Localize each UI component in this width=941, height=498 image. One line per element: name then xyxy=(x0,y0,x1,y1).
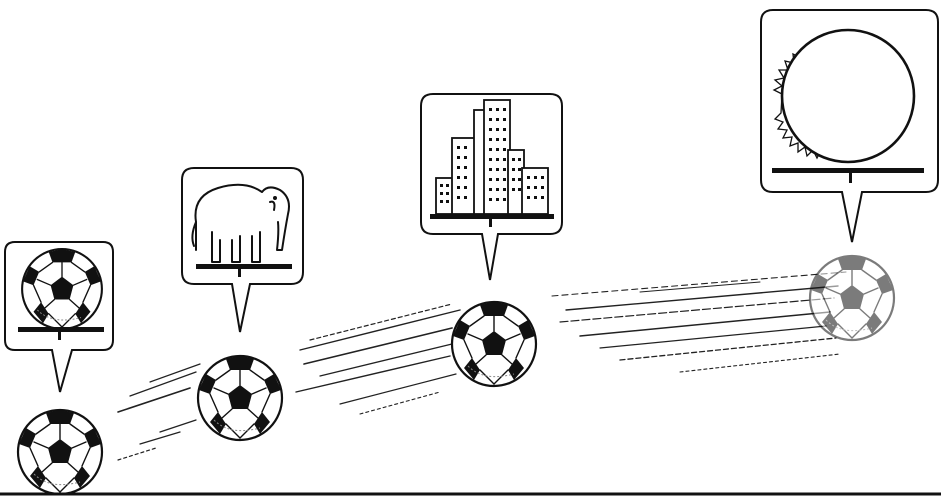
stage-3 xyxy=(296,94,562,414)
thought-bubble-ball xyxy=(5,242,113,392)
thought-bubble-elephant xyxy=(182,168,303,332)
stage-1 xyxy=(5,242,113,494)
speed-lines xyxy=(552,272,846,372)
thought-bubble-sun xyxy=(761,10,938,242)
soccer-ball-icon xyxy=(22,249,102,329)
soccer-ball-faded xyxy=(810,256,894,340)
speed-lines xyxy=(296,304,460,414)
soccer-ball xyxy=(18,410,102,494)
stage-2 xyxy=(118,168,303,460)
soccer-ball xyxy=(198,356,282,440)
soccer-ball xyxy=(452,302,536,386)
platform-shelf xyxy=(196,264,292,269)
platform-shelf xyxy=(772,168,924,173)
platform-shelf xyxy=(18,327,104,332)
speed-lines xyxy=(118,364,200,460)
platform-shelf xyxy=(430,214,554,219)
thought-bubble-skyscrapers xyxy=(421,94,562,280)
stage-4 xyxy=(552,10,938,372)
